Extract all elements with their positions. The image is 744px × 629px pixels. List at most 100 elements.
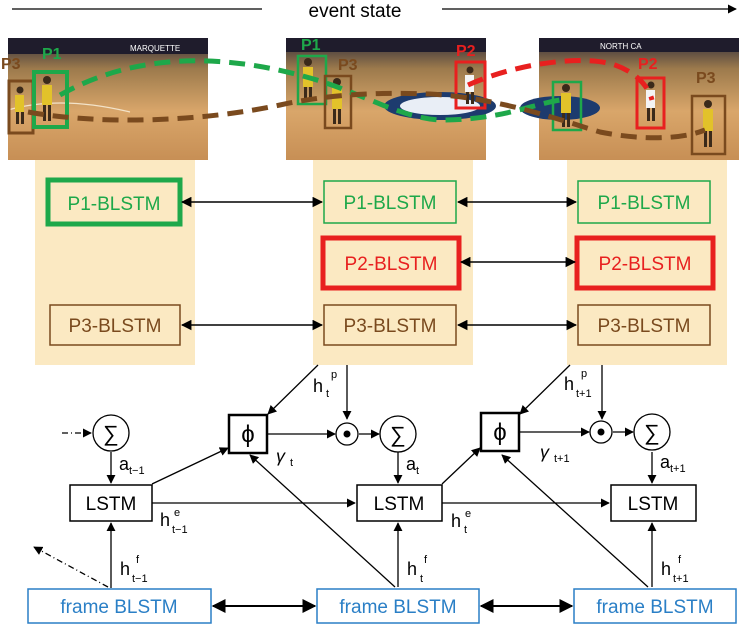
event-state-header: event state xyxy=(12,1,737,22)
p2-blstm-label: P2-BLSTM xyxy=(599,254,692,275)
sum-symbol: ∑ xyxy=(103,421,119,446)
svg-text:t: t xyxy=(420,573,423,585)
svg-text:e: e xyxy=(465,508,471,520)
p3-blstm-label: P3-BLSTM xyxy=(69,316,162,337)
p2-blstm-box xyxy=(320,235,462,291)
label-h-tp1-p: h p t+1 xyxy=(564,368,592,400)
p3-bounding-box xyxy=(690,94,727,156)
label-gamma-tp1: γ t+1 xyxy=(540,442,570,465)
lstm-label: LSTM xyxy=(374,494,425,515)
label-h-t-e: h e t xyxy=(451,508,471,536)
event-state-label: event state xyxy=(309,1,402,22)
svg-text:h: h xyxy=(564,374,574,394)
frame-2-tag-p3: P3 xyxy=(338,57,358,74)
svg-text:h: h xyxy=(661,559,671,579)
svg-text:h: h xyxy=(160,510,170,530)
column-2: P1-BLSTM P2-BLSTM P3-BLSTM xyxy=(320,180,462,346)
column-1: P1-BLSTM P3-BLSTM xyxy=(45,177,183,346)
label-h-t-f: h f t xyxy=(407,554,428,585)
svg-text:a: a xyxy=(660,452,671,472)
svg-text:t+1: t+1 xyxy=(554,453,570,465)
phi-node-2: ϕ xyxy=(479,411,521,453)
svg-text:h: h xyxy=(120,559,130,579)
svg-text:t: t xyxy=(416,465,419,477)
svg-text:p: p xyxy=(581,368,587,380)
frame-blstm-label: frame BLSTM xyxy=(60,597,177,618)
svg-text:f: f xyxy=(424,554,428,566)
frame-blstm-label: frame BLSTM xyxy=(596,597,713,618)
p3-blstm-box xyxy=(323,304,457,346)
sum-node-2: ∑ xyxy=(379,415,417,453)
frame-3-banner: NORTH CA xyxy=(600,42,642,51)
video-frame-1: MARQUETTE P3 P1 xyxy=(1,38,208,160)
svg-text:t+1: t+1 xyxy=(673,573,689,585)
label-h-tm1-e: h e t−1 xyxy=(160,507,188,536)
svg-text:h: h xyxy=(407,559,417,579)
frame-1-banner: MARQUETTE xyxy=(130,44,180,53)
svg-text:t−1: t−1 xyxy=(172,524,188,536)
label-a-t: a t xyxy=(406,454,419,477)
frame-1-tag-p1: P1 xyxy=(42,46,62,63)
p1-blstm-label: P1-BLSTM xyxy=(68,194,161,215)
svg-text:t: t xyxy=(290,457,293,469)
label-gamma-t: γ t xyxy=(276,446,293,469)
svg-text:e: e xyxy=(174,507,180,519)
svg-text:t+1: t+1 xyxy=(576,388,592,400)
column-3: P1-BLSTM P2-BLSTM P3-BLSTM xyxy=(574,180,716,346)
svg-text:h: h xyxy=(313,376,323,396)
lstm-node-1: LSTM xyxy=(69,484,153,522)
p3-blstm-box xyxy=(577,304,711,346)
frame-1-tag-p3: P3 xyxy=(1,56,21,73)
p1-blstm-label: P1-BLSTM xyxy=(344,193,437,214)
math-labels: h p t h p t+1 γ t γ t+1 a t−1 a t xyxy=(119,368,689,585)
p2-blstm-box xyxy=(574,235,716,291)
frame-3-tag-p3: P3 xyxy=(696,70,716,87)
p2-blstm-label: P2-BLSTM xyxy=(345,254,438,275)
label-h-tp1-f: h f t+1 xyxy=(661,554,689,585)
sum-symbol: ∑ xyxy=(644,420,660,445)
p3-bounding-box xyxy=(323,74,353,130)
frame-3-tag-p2: P2 xyxy=(638,56,658,73)
frame-2-tag-p2: P2 xyxy=(456,43,476,60)
svg-text:f: f xyxy=(136,554,140,566)
player-figure xyxy=(15,86,24,124)
svg-text:γ: γ xyxy=(540,442,550,462)
p2-trajectory xyxy=(466,58,655,101)
frame-blstm-node-1: frame BLSTM xyxy=(27,588,212,624)
svg-text:p: p xyxy=(331,369,337,381)
p1-bounding-box xyxy=(551,80,583,132)
p1-blstm-label: P1-BLSTM xyxy=(598,193,691,214)
blstm-connections xyxy=(180,196,578,331)
svg-text:h: h xyxy=(451,511,461,531)
p1-blstm-box xyxy=(323,180,457,224)
svg-text:t+1: t+1 xyxy=(670,463,686,475)
frame-blstm-node-3: frame BLSTM xyxy=(573,588,737,624)
p3-blstm-label: P3-BLSTM xyxy=(598,316,691,337)
p3-blstm-label: P3-BLSTM xyxy=(344,316,437,337)
lower-connections xyxy=(33,364,657,613)
player-figure xyxy=(42,76,52,121)
sum-symbol: ∑ xyxy=(390,422,406,447)
lstm-label: LSTM xyxy=(86,494,137,515)
svg-text:a: a xyxy=(119,454,130,474)
p3-blstm-box xyxy=(49,304,181,346)
phi-symbol: ϕ xyxy=(493,419,506,446)
p2-bounding-box xyxy=(454,60,487,110)
sum-node-3: ∑ xyxy=(633,413,671,451)
p1-blstm-box xyxy=(45,177,183,227)
p1-bounding-box xyxy=(32,70,69,129)
lstm-node-2: LSTM xyxy=(356,484,443,522)
odot-node-2 xyxy=(589,420,613,444)
svg-text:γ: γ xyxy=(276,446,286,466)
lstm-node-3: LSTM xyxy=(610,484,697,522)
sum-node-1: ∑ xyxy=(92,414,130,452)
p2-bounding-box xyxy=(635,76,666,130)
svg-text:t−1: t−1 xyxy=(132,573,148,585)
label-h-t-p: h p t xyxy=(313,369,337,400)
svg-text:t: t xyxy=(464,524,467,536)
svg-text:t−1: t−1 xyxy=(129,465,145,477)
phi-node-1: ϕ xyxy=(227,413,269,455)
svg-text:a: a xyxy=(406,454,417,474)
frame-blstm-label: frame BLSTM xyxy=(339,597,456,618)
